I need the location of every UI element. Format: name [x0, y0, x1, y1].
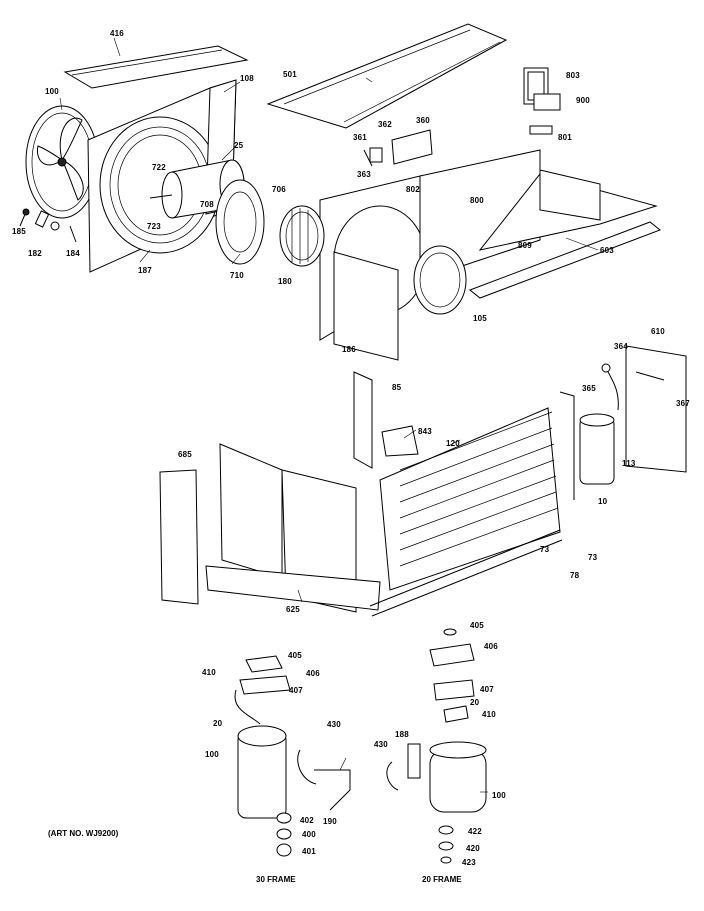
label-20: 20 — [470, 698, 480, 707]
label-723: 723 — [147, 222, 161, 231]
top-cover-501 — [266, 23, 508, 129]
label-105: 105 — [473, 314, 487, 323]
label-108: 108 — [240, 74, 254, 83]
label-182: 182 — [28, 249, 42, 258]
blower-orifice-105 — [413, 245, 467, 315]
label-423: 423 — [462, 858, 476, 867]
label-20: 20 — [213, 719, 223, 728]
label-25: 25 — [234, 141, 244, 150]
label-722: 722 — [152, 163, 166, 172]
wire-harness-364-365-367 — [601, 363, 665, 411]
label-185: 185 — [12, 227, 26, 236]
motor-mount-ring-710 — [215, 179, 265, 265]
label-405: 405 — [288, 651, 302, 660]
label-430: 430 — [374, 740, 388, 749]
frame-20-caption: 20 FRAME — [422, 875, 462, 884]
label-685: 685 — [178, 450, 192, 459]
side-panel-685 — [159, 469, 199, 605]
label-802: 802 — [406, 185, 420, 194]
evaporator-frame — [205, 443, 381, 613]
leader-lines — [59, 37, 599, 793]
label-367: 367 — [676, 399, 690, 408]
label-625: 625 — [286, 605, 300, 614]
mounting-hardware-182-184-185 — [19, 208, 77, 243]
label-78: 78 — [570, 571, 580, 580]
label-410: 410 — [482, 710, 496, 719]
label-73: 73 — [588, 553, 598, 562]
label-406: 406 — [306, 669, 320, 678]
label-85: 85 — [392, 383, 402, 392]
base-rails-73 — [369, 529, 563, 617]
compressor-20-frame — [386, 628, 487, 864]
control-parts-800-series — [523, 67, 561, 135]
label-405: 405 — [470, 621, 484, 630]
label-809: 809 — [518, 241, 532, 250]
capacitor-10 — [559, 391, 615, 500]
label-187: 187 — [138, 266, 152, 275]
label-843: 843 — [418, 427, 432, 436]
label-900: 900 — [576, 96, 590, 105]
frame-30-caption: 30 FRAME — [256, 875, 296, 884]
blower-wheel-180 — [279, 205, 325, 267]
label-188: 188 — [395, 730, 409, 739]
label-407: 407 — [289, 686, 303, 695]
label-422: 422 — [468, 827, 482, 836]
label-186: 186 — [342, 345, 356, 354]
label-400: 400 — [302, 830, 316, 839]
label-100: 100 — [205, 750, 219, 759]
label-113: 113 — [622, 459, 636, 468]
switch-bracket-360 — [363, 129, 433, 167]
top-cover-panel-416 — [63, 45, 249, 89]
label-803: 803 — [566, 71, 580, 80]
capacitor-bracket-610 — [625, 345, 687, 473]
label-184: 184 — [66, 249, 80, 258]
label-10: 10 — [598, 497, 608, 506]
label-361: 361 — [353, 133, 367, 142]
label-363: 363 — [357, 170, 371, 179]
label-708: 708 — [200, 200, 214, 209]
label-100: 100 — [45, 87, 59, 96]
compressor-30-frame — [234, 655, 351, 857]
label-180: 180 — [278, 277, 292, 286]
label-402: 402 — [300, 816, 314, 825]
label-190: 190 — [323, 817, 337, 826]
label-73: 73 — [540, 545, 550, 554]
label-430: 430 — [327, 720, 341, 729]
condenser-coil-120 — [379, 407, 561, 591]
label-801: 801 — [558, 133, 572, 142]
label-406: 406 — [484, 642, 498, 651]
coil-support-85 — [353, 371, 373, 469]
fan-blade-100 — [25, 105, 99, 219]
label-360: 360 — [416, 116, 430, 125]
label-365: 365 — [582, 384, 596, 393]
label-501: 501 — [283, 70, 297, 79]
partition-panel-186 — [333, 251, 399, 361]
bracket-843 — [381, 425, 419, 457]
label-401: 401 — [302, 847, 316, 856]
label-800: 800 — [470, 196, 484, 205]
label-610: 610 — [651, 327, 665, 336]
label-407: 407 — [480, 685, 494, 694]
label-710: 710 — [230, 271, 244, 280]
label-706: 706 — [272, 185, 286, 194]
label-362: 362 — [378, 120, 392, 129]
label-603: 603 — [600, 246, 614, 255]
label-120: 120 — [446, 439, 460, 448]
label-364: 364 — [614, 342, 628, 351]
base-pan-805 — [469, 169, 661, 299]
label-100: 100 — [492, 791, 506, 800]
label-420: 420 — [466, 844, 480, 853]
label-416: 416 — [110, 29, 124, 38]
art-number: (ART NO. WJ9200) — [48, 829, 119, 838]
label-410: 410 — [202, 668, 216, 677]
